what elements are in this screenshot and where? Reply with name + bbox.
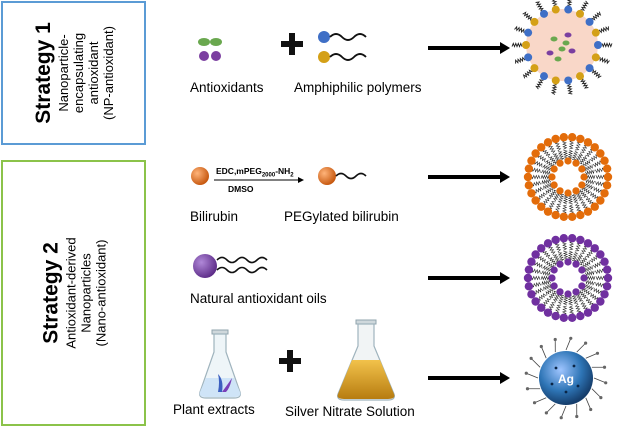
oil-nanoparticle-icon bbox=[523, 234, 613, 322]
amphiphilic-polymers-label: Amphiphilic polymers bbox=[294, 80, 422, 95]
arrow-icon bbox=[428, 372, 510, 384]
plant-extracts-label: Plant extracts bbox=[173, 402, 255, 417]
amphiphilic-polymer-icon bbox=[318, 31, 367, 63]
reaction-reagents-label: EDC,mPEG2000-NH2 bbox=[216, 166, 294, 179]
arrow-icon bbox=[428, 272, 510, 284]
plus-icon bbox=[279, 350, 301, 372]
silver-nitrate-flask-icon bbox=[337, 319, 395, 401]
silver-nitrate-label: Silver Nitrate Solution bbox=[285, 404, 415, 419]
strategy-2-box: Strategy 2 Antioxidant-derived Nanoparti… bbox=[1, 160, 146, 426]
arrow-icon bbox=[428, 171, 510, 183]
natural-oils-label: Natural antioxidant oils bbox=[190, 291, 327, 306]
plant-extract-flask-icon bbox=[199, 329, 241, 399]
silver-nanoparticle-icon bbox=[524, 336, 608, 420]
antioxidants-label: Antioxidants bbox=[190, 80, 264, 95]
plus-icon bbox=[281, 33, 303, 55]
pegylated-bilirubin-label: PEGylated bilirubin bbox=[284, 209, 399, 224]
strategy-1-box: Strategy 1 Nanoparticle- encapsulating a… bbox=[1, 1, 146, 145]
reaction-arrow-icon bbox=[214, 177, 304, 183]
micelle-nanoparticle-icon bbox=[511, 0, 613, 95]
bilirubin-label: Bilirubin bbox=[190, 209, 239, 224]
reaction-solvent-label: DMSO bbox=[228, 184, 254, 194]
silver-label: Ag bbox=[558, 372, 574, 386]
pegylated-bilirubin-icon bbox=[318, 167, 367, 185]
bilirubin-nanoparticle-icon bbox=[523, 133, 613, 221]
antioxidants-icon bbox=[198, 38, 222, 61]
bilirubin-icon bbox=[191, 167, 209, 185]
arrow-icon bbox=[428, 42, 510, 54]
natural-antioxidant-oil-icon bbox=[193, 254, 268, 278]
